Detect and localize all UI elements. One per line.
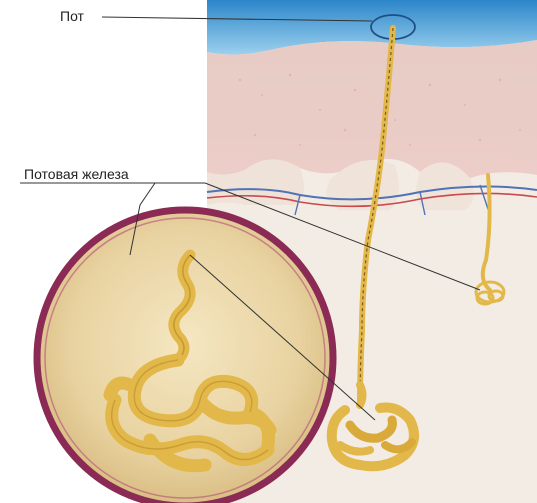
sweat-label: Пот <box>60 8 84 24</box>
sweat-gland-label: Потовая железа <box>24 166 129 182</box>
epidermis-layer <box>207 40 537 178</box>
magnified-view <box>37 210 333 503</box>
